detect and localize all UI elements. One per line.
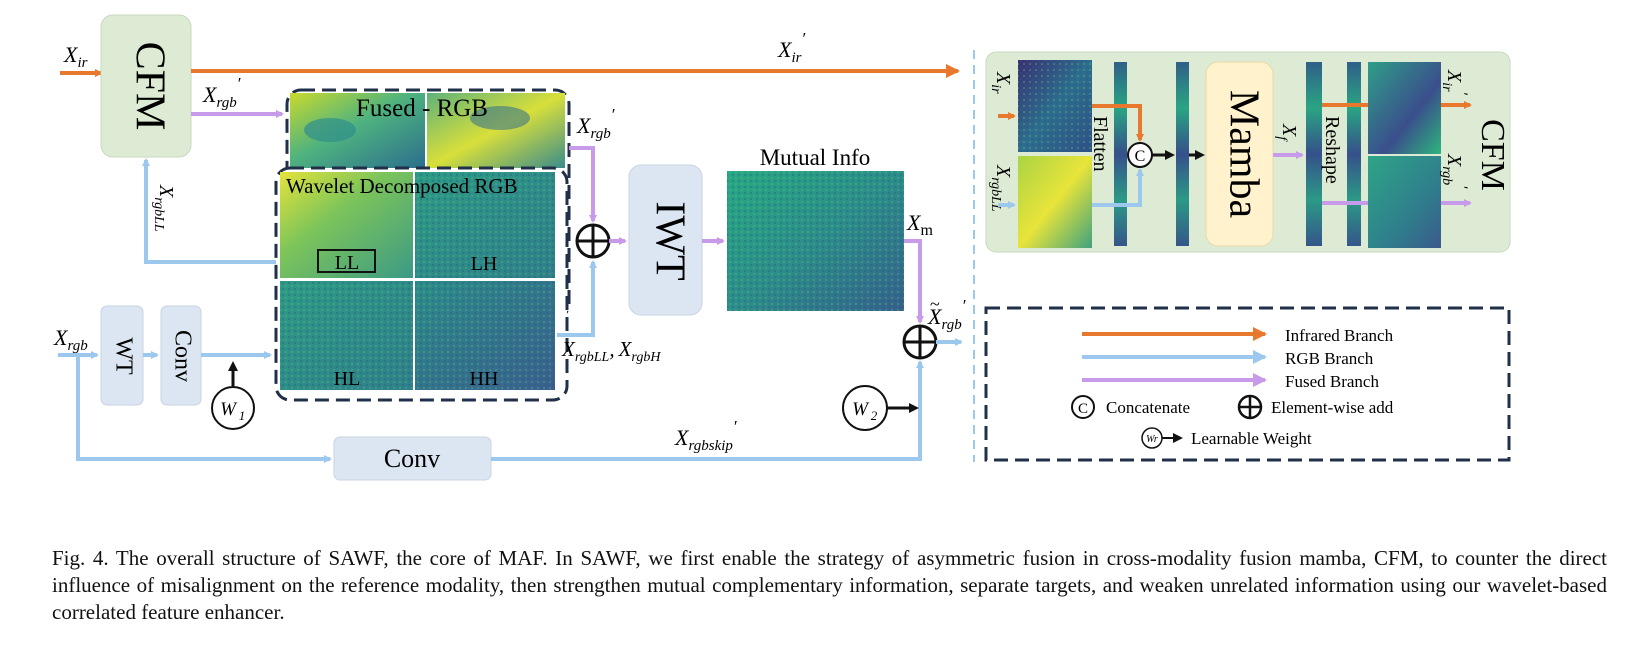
figure-caption: Fig. 4. The overall structure of SAWF, t…	[52, 546, 1607, 624]
diagram: Xir CFM Xir′ Xrgb′ XrgbLL Fused - RGB Wa…	[53, 14, 1511, 481]
cfm-detail-title: CFM	[1474, 119, 1511, 191]
hh-label: HH	[470, 368, 499, 390]
tilde-mark: ~	[930, 294, 940, 314]
xf-label: Xf	[1274, 123, 1300, 142]
concat-node: C	[1127, 142, 1153, 168]
ll-label: LL	[335, 252, 359, 274]
legend-add-label: Element-wise add	[1271, 398, 1394, 417]
ll-box	[317, 249, 376, 273]
xm-label: Xm	[906, 210, 933, 239]
fused-rgb-panel: Fused - RGB	[285, 88, 571, 320]
mutual-info-title: Mutual Info	[760, 145, 871, 170]
legend-weight-label: Learnable Weight	[1191, 429, 1312, 448]
xrgb-ll-feedback-label: XrgbLL	[151, 184, 177, 232]
svg-text:C: C	[1078, 401, 1088, 417]
hl-label: HL	[334, 368, 361, 390]
rgb-feature-image	[1018, 156, 1092, 248]
diagram-canvas: Xir CFM Xir′ Xrgb′ XrgbLL Fused - RGB Wa…	[53, 14, 1511, 481]
svg-text:2: 2	[871, 408, 878, 423]
xrgb-skip-label: Xrgbskip′	[674, 417, 737, 454]
xrgb-input-label: Xrgb	[53, 325, 88, 354]
legend-concat-label: Concatenate	[1106, 398, 1190, 417]
legend-infrared-label: Infrared Branch	[1285, 326, 1394, 345]
subbands-to-add-arrow	[557, 260, 597, 337]
xrgb-ll-feedback-arrow	[142, 158, 318, 264]
reshape-label: Reshape	[1321, 116, 1343, 184]
svg-text:1: 1	[239, 408, 246, 423]
cfm-xrgb-prime-label: Xrgb′	[1439, 153, 1470, 189]
svg-text:WT: WT	[110, 337, 136, 375]
element-add-1	[575, 223, 611, 259]
fused-to-add-arrow	[569, 146, 597, 223]
legend-add-icon	[1237, 394, 1263, 420]
reshape-token-bar-1	[1306, 62, 1322, 246]
legend-concat-icon: C	[1071, 395, 1095, 419]
xrgb-prime-label-right: Xrgb′	[576, 105, 615, 142]
svg-text:Wr: Wr	[1146, 434, 1158, 445]
svg-text:IWT: IWT	[646, 201, 692, 280]
cfm-detail-panel: Xir XrgbLL Flatten C Mamba Xf Reshape	[985, 51, 1511, 253]
cfm-block: CFM	[100, 14, 192, 158]
element-add-2	[902, 324, 938, 360]
xir-input-label: Xir	[63, 42, 88, 71]
legend-weight-icon: Wr	[1141, 427, 1183, 449]
rgb-output-image	[1368, 156, 1441, 248]
conv-small-block: Conv	[160, 305, 202, 406]
reshape-token-bar-2	[1347, 62, 1361, 246]
concat-token-bar	[1176, 62, 1189, 246]
svg-text:Conv: Conv	[169, 330, 195, 382]
lh-label: LH	[471, 253, 498, 275]
flatten-label: Flatten	[1089, 116, 1111, 172]
wavelet-title: Wavelet Decomposed RGB	[286, 174, 518, 198]
svg-text:Conv: Conv	[384, 444, 440, 473]
flatten-token-bar-1	[1114, 62, 1127, 246]
svg-text:CFM: CFM	[126, 42, 172, 131]
svg-text:W: W	[220, 399, 238, 420]
legend-rgb-label: RGB Branch	[1285, 349, 1374, 368]
mamba-block: Mamba	[1205, 61, 1274, 247]
xrgb-tilde-output-label: Xrgb′	[927, 296, 966, 333]
xrgb-prime-label-left: Xrgb′	[202, 74, 241, 111]
xir-prime-label: Xir′	[777, 29, 805, 66]
ir-output-image	[1368, 62, 1441, 154]
iwt-block: IWT	[628, 164, 703, 316]
skip-to-add-arrow	[491, 360, 924, 461]
skip-branch-arrow	[76, 355, 332, 463]
svg-text:C: C	[1135, 148, 1146, 165]
w2-weight: W 2	[842, 385, 919, 431]
w1-weight: W 1	[211, 361, 255, 430]
fused-rgb-title: Fused - RGB	[356, 95, 488, 122]
cfm-xir-label: Xir	[988, 71, 1014, 94]
wt-block: WT	[100, 305, 144, 406]
legend-fused-label: Fused Branch	[1285, 372, 1379, 391]
xrgb-ll-h-label: XrgbLL,XrgbH	[561, 337, 661, 365]
legend: Infrared Branch RGB Branch Fused Branch …	[984, 306, 1511, 462]
conv-skip-block: Conv	[333, 436, 492, 481]
svg-text:Mamba: Mamba	[1220, 90, 1266, 219]
ll-subband-image	[280, 172, 413, 278]
svg-text:W: W	[852, 399, 870, 420]
wavelet-panel: Wavelet Decomposed RGB LL LH HL HH	[274, 166, 569, 402]
cfm-xir-prime-label: Xir′	[1439, 69, 1470, 96]
xm-arrow	[904, 239, 924, 324]
